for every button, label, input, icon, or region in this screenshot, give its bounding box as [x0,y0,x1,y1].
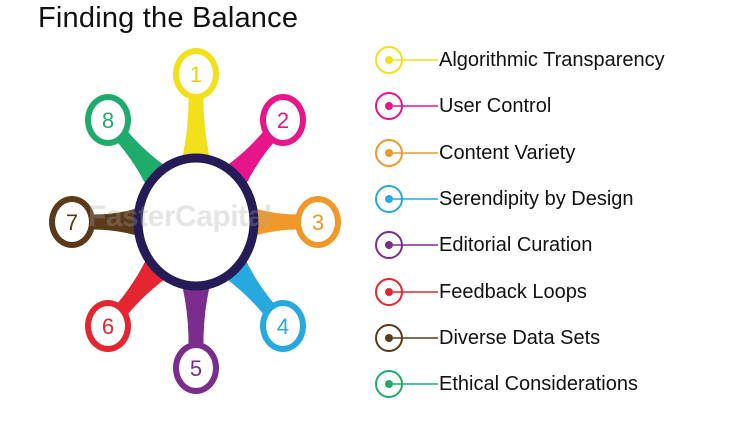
legend-marker-icon [375,46,438,74]
petal-number: 6 [102,314,114,339]
legend-marker-icon [375,138,438,167]
legend-marker-icon [375,92,438,121]
petal-number: 2 [277,108,289,133]
watermark: FasterCapital [88,200,272,233]
petal-tip-inner [179,54,213,94]
legend-label: User Control [439,95,552,118]
petal-tip-inner [179,348,213,388]
petal-tip-inner [55,202,89,242]
legend-marker-icon [375,323,438,352]
legend-item: Algorithmic Transparency [372,36,732,82]
petal-number: 5 [190,356,202,381]
legend-item: Feedback Loops [372,268,732,314]
petal-tip-inner [301,202,335,242]
legend-label: Feedback Loops [439,280,587,303]
legend-label: Ethical Considerations [439,373,638,396]
petal-number: 8 [102,108,114,133]
legend-label: Serendipity by Design [439,187,634,210]
petal-tip-inner [266,100,300,140]
petal-tip-inner [266,306,300,346]
legend-marker-icon [375,231,438,260]
petal-tip-inner [91,100,125,140]
legend-item: User Control [372,82,732,128]
diagram-title: Finding the Balance [38,2,299,34]
petal-number: 1 [190,62,202,87]
legend-label: Diverse Data Sets [439,326,601,349]
legend-item: Content Variety [372,129,732,175]
petal-number: 3 [312,210,324,235]
petal-number: 7 [66,210,78,235]
petal-number: 4 [277,314,289,339]
wheel-hub [133,153,259,291]
legend-item: Diverse Data Sets [372,314,732,360]
legend-marker-icon [375,370,438,399]
petal-tip-inner [91,306,125,346]
legend-item: Serendipity by Design [372,175,732,221]
legend-label: Algorithmic Transparency [439,49,665,71]
legend-item: Ethical Considerations [372,360,732,406]
legend-item: Editorial Curation [372,221,732,267]
legend-marker-icon [375,277,438,306]
legend-marker-icon [375,184,438,213]
legend-label: Content Variety [439,141,576,164]
legend-label: Editorial Curation [439,234,593,257]
